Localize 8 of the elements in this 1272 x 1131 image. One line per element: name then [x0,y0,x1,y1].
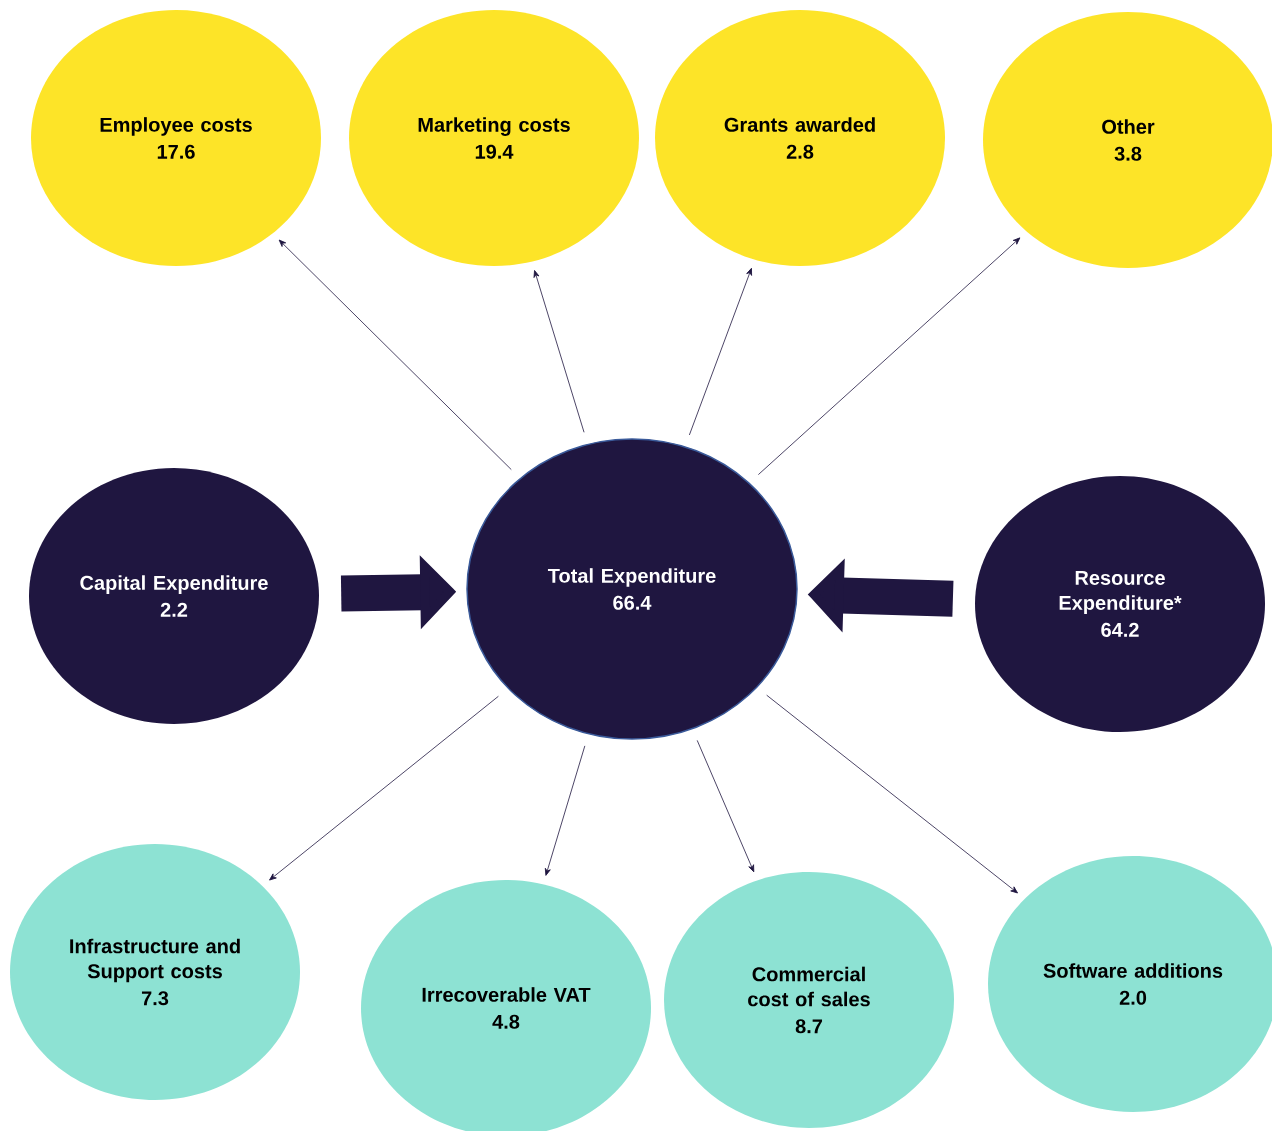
arrow [278,239,512,470]
arrow [766,694,1018,894]
arrow [689,267,752,436]
arrow [269,695,499,881]
arrow [696,740,755,873]
arrow [533,270,585,433]
arrow [544,745,586,876]
arrow [757,237,1021,475]
